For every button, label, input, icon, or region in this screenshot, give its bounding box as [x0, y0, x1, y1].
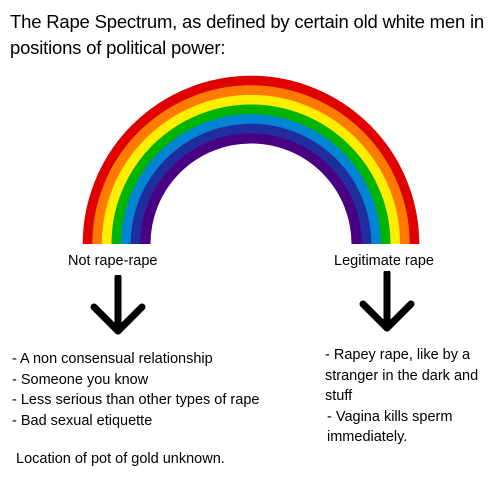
left-spectrum-label: Not rape-rape — [68, 253, 158, 269]
right-spectrum-label: Legitimate rape — [334, 253, 434, 269]
rainbow-band — [82, 75, 420, 245]
list-item: - A non consensual relationship — [12, 351, 213, 367]
rainbow-band — [101, 94, 401, 245]
rainbow-graphic — [82, 75, 420, 245]
rainbow-band — [121, 114, 381, 245]
right-definition-list: - Rapey rape, like by a stranger in the … — [325, 345, 497, 448]
rainbow-band — [130, 123, 372, 245]
down-arrow-icon — [359, 271, 415, 332]
list-item: - Less serious than other types of rape — [12, 392, 260, 408]
footnote: Location of pot of gold unknown. — [16, 451, 225, 467]
list-item: - Someone you know — [12, 371, 149, 388]
page-title: The Rape Spectrum, as defined by certain… — [10, 11, 484, 58]
rainbow-band — [92, 85, 410, 245]
list-item: - Vagina kills sperm immediately. — [327, 408, 453, 446]
list-item: - Rapey rape, like by a stranger in the … — [325, 347, 479, 404]
list-item: - Bad sexual etiquette — [12, 412, 153, 429]
rainbow-band — [140, 133, 362, 245]
rainbow-band — [111, 104, 391, 245]
left-definition-list: - A non consensual relationship - Someon… — [12, 349, 312, 431]
down-arrow-icon — [90, 275, 146, 335]
